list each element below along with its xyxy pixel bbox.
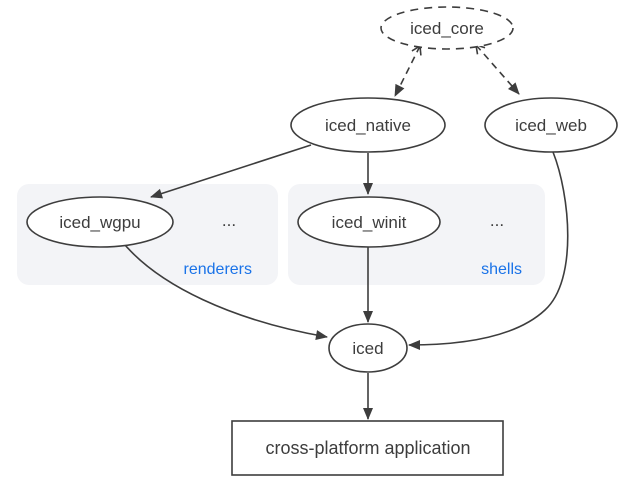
node-cross-platform-application (231, 420, 504, 476)
node-iced-wgpu-label: iced_wgpu (59, 213, 140, 232)
edge-wgpu-to-iced (124, 244, 328, 341)
edge-core-to-native (394, 44, 422, 97)
node-iced-native-label: iced_native (325, 116, 411, 135)
node-cross-platform-application-label: cross-platform application (265, 438, 470, 458)
shells-ellipsis: ... (490, 211, 504, 230)
edge-web-to-iced (408, 151, 569, 350)
shells-group-label: shells (481, 261, 522, 278)
node-iced-winit (297, 196, 441, 248)
node-iced-wgpu (26, 196, 174, 248)
edge-native-to-wgpu (150, 144, 312, 199)
edge-core-to-web (475, 43, 520, 95)
node-iced-label: iced (352, 339, 383, 358)
renderers-ellipsis: ... (222, 211, 236, 230)
node-iced (328, 323, 408, 373)
node-iced-winit-label: iced_winit (332, 213, 407, 232)
node-iced-core (380, 6, 514, 50)
node-iced-web (484, 97, 618, 153)
node-iced-web-label: iced_web (515, 116, 587, 135)
node-iced-native (290, 97, 446, 153)
renderers-group-label: renderers (184, 261, 252, 278)
node-iced-core-label: iced_core (410, 19, 484, 38)
